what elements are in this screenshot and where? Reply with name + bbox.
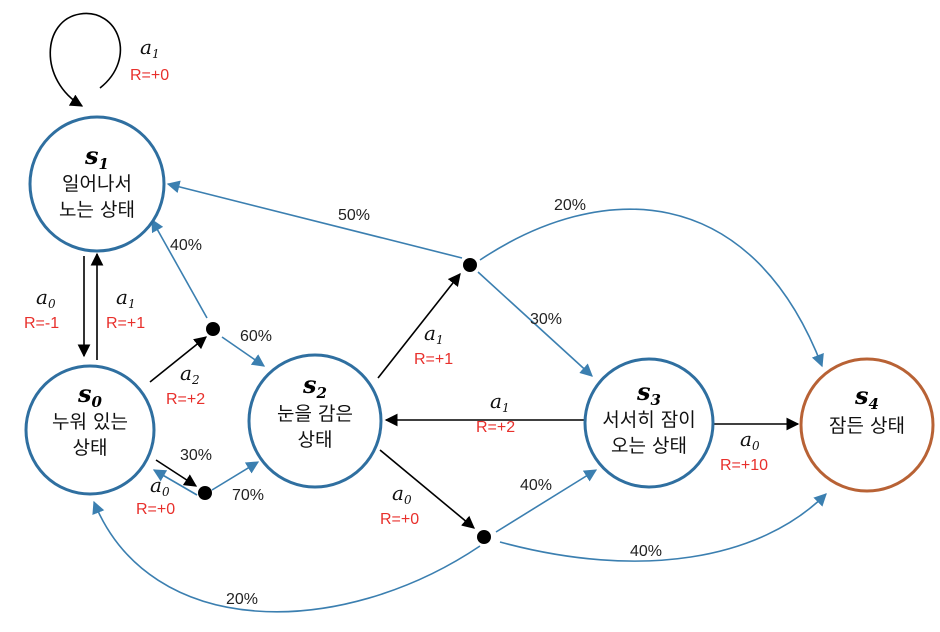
prob-top-to-s3: 30%: [530, 311, 562, 328]
state-s2-symbol: s: [302, 370, 317, 399]
edge-dot-bottom-to-s3: [495, 469, 598, 533]
state-s2-subscript: 2: [316, 384, 327, 402]
svg-text:a1: a1: [424, 321, 444, 347]
svg-text:s4: s4: [854, 381, 879, 413]
state-s1-symbol: s: [84, 141, 99, 170]
chance-node-a2: [206, 322, 220, 336]
edge-s0-to-dot-a2: [149, 336, 207, 383]
prob-bottom-to-s3: 40%: [520, 477, 552, 494]
reward-s2-a1: R=+1: [414, 351, 453, 368]
edge-dot-a2-to-s1: [151, 218, 208, 319]
state-s3-symbol: s: [636, 377, 651, 406]
svg-text:a1: a1: [490, 389, 510, 415]
action-label-s0-a0: a0 R=+0: [136, 473, 175, 518]
reward-s0-a0: R=+0: [136, 501, 175, 518]
action-label-s2-a1: a1 R=+1: [414, 321, 453, 368]
edge-dot-top-to-s1: [166, 180, 463, 259]
edge-s1-self-loop: [49, 12, 121, 107]
svg-text:s0: s0: [77, 379, 103, 411]
svg-text:a0: a0: [150, 473, 170, 499]
svg-text:a0: a0: [392, 481, 412, 507]
edge-dot-bottom-to-s4: [499, 493, 827, 562]
edge-s2-to-dot-top: [377, 272, 461, 379]
state-s0-subscript: 0: [92, 393, 103, 411]
state-s2-line2: 상태: [298, 429, 333, 451]
chance-node-a0: [198, 486, 212, 500]
state-s3: s3 서서히 잠이 오는 상태: [583, 357, 715, 489]
prob-top-to-s1: 50%: [338, 207, 370, 224]
reward-s1-self: R=+0: [130, 67, 169, 84]
action-label-s1-self: a1 R=+0: [130, 35, 169, 84]
state-s0-line2: 상태: [73, 437, 108, 459]
state-s3-line2: 오는 상태: [611, 435, 687, 457]
reward-s0-to-s1: R=+1: [106, 315, 145, 332]
edge-dot-a0-to-s0: [152, 469, 198, 496]
reward-s0-a2: R=+2: [166, 391, 205, 408]
state-s4-line1: 잠든 상태: [829, 415, 905, 437]
chance-node-bottom: [477, 530, 491, 544]
svg-text:a1: a1: [116, 285, 136, 311]
state-s2: s2 눈을 감은 상태: [247, 353, 383, 489]
edge-dot-bottom-to-s0: [92, 500, 481, 613]
reward-s2-a0: R=+0: [380, 511, 419, 528]
prob-a0-to-s2: 70%: [232, 487, 264, 504]
svg-text:a1: a1: [140, 35, 160, 61]
action-label-s0-a2: a2 R=+2: [166, 361, 205, 408]
svg-text:s2: s2: [302, 370, 327, 402]
edge-dot-top-to-s3: [477, 271, 593, 377]
prob-a0-to-s0: 30%: [180, 447, 212, 464]
state-s4-symbol: s: [854, 381, 869, 410]
state-s0: s0 누워 있는 상태: [24, 364, 156, 496]
svg-text:a2: a2: [180, 361, 200, 387]
state-s1-subscript: 1: [99, 155, 109, 173]
svg-text:s3: s3: [636, 377, 661, 409]
action-label-s3-to-s2: a1 R=+2: [476, 389, 515, 436]
action-label-s0-to-s1: a1 R=+1: [106, 285, 145, 332]
prob-a2-to-s2: 60%: [240, 328, 272, 345]
reward-s3-to-s4: R=+10: [720, 457, 768, 474]
state-s1-line2: 노는 상태: [59, 199, 135, 221]
state-s1-line1: 일어나서: [62, 173, 132, 195]
action-label-s1-to-s0: a0 R=-1: [24, 285, 59, 332]
state-s0-symbol: s: [77, 379, 92, 408]
state-s0-line1: 누워 있는: [52, 411, 128, 433]
svg-text:a0: a0: [36, 285, 56, 311]
svg-text:s1: s1: [84, 141, 109, 173]
reward-s1-to-s0: R=-1: [24, 315, 59, 332]
edge-dot-a2-to-s2: [221, 336, 266, 367]
state-s3-subscript: 3: [651, 391, 661, 409]
action-label-s3-to-s4: a0 R=+10: [720, 427, 768, 474]
edge-dot-a0-to-s2: [211, 461, 260, 491]
prob-a2-to-s1: 40%: [170, 237, 202, 254]
prob-bottom-to-s0: 20%: [226, 591, 258, 608]
prob-top-to-s4: 20%: [554, 197, 586, 214]
prob-bottom-to-s4: 40%: [630, 543, 662, 560]
reward-s3-to-s2: R=+2: [476, 419, 515, 436]
state-s4: s4 잠든 상태: [799, 357, 935, 493]
edge-s0-to-dot-a0: [155, 459, 198, 487]
state-s2-line1: 눈을 감은: [277, 403, 353, 425]
svg-text:a0: a0: [740, 427, 760, 453]
action-label-s2-a0: a0 R=+0: [380, 481, 419, 528]
edge-s2-to-dot-bottom: [379, 449, 475, 529]
state-s1: s1 일어나서 노는 상태: [28, 115, 166, 253]
state-s3-line1: 서서히 잠이: [602, 409, 695, 431]
chance-node-top: [463, 258, 477, 272]
state-s4-subscript: 4: [869, 395, 879, 413]
edge-dot-top-to-s4: [479, 208, 824, 368]
